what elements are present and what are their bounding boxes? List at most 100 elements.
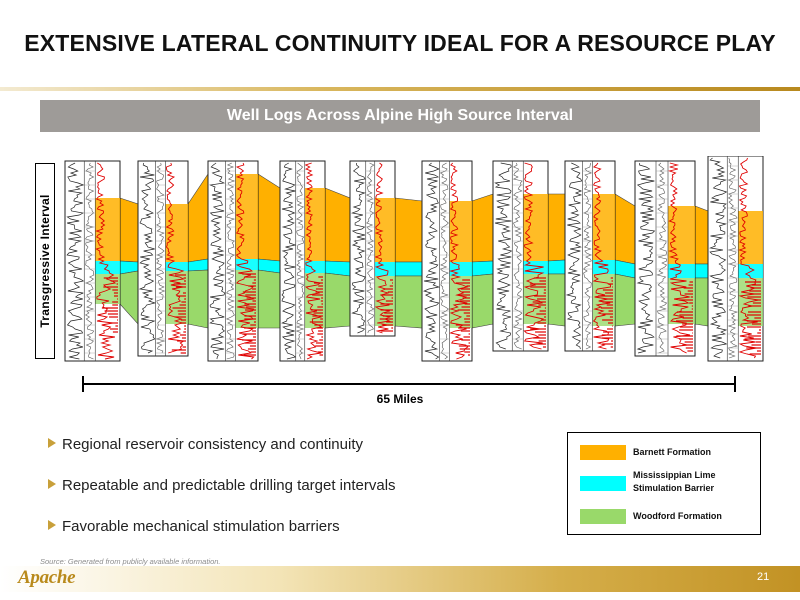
gamma-ray-curve <box>636 162 656 354</box>
well-lime-fill <box>738 264 763 278</box>
woodford-band <box>694 277 709 327</box>
depth-track-curve <box>84 162 95 360</box>
resistivity-curve <box>523 162 545 350</box>
footer-band <box>0 566 800 592</box>
source-note: Source: Generated from publicly availabl… <box>40 557 221 566</box>
well-woodford-fill <box>165 271 188 324</box>
legend-swatch-woodford <box>580 509 626 524</box>
bullet-text: Favorable mechanical stimulation barrier… <box>62 518 340 535</box>
vertical-label: Transgressive Interval <box>38 194 52 328</box>
resistivity-curve <box>667 162 690 354</box>
gamma-ray-curve <box>709 157 728 359</box>
woodford-band <box>324 272 351 329</box>
scale-bar-left-tick <box>82 376 84 392</box>
scale-label: 65 Miles <box>376 392 424 406</box>
resistivity-curve <box>164 162 186 354</box>
section-banner: Well Logs Across Alpine High Source Inte… <box>40 100 760 132</box>
vertical-label-box <box>35 163 55 359</box>
slide-title: EXTENSIVE LATERAL CONTINUITY IDEAL FOR A… <box>24 30 776 56</box>
well-lime-fill <box>449 262 472 276</box>
gamma-ray-curve <box>423 162 441 360</box>
well-lime-fill <box>304 261 325 273</box>
legend-label: Mississippian Lime Stimulation Barrier <box>633 470 716 493</box>
well-lime-fill <box>95 261 120 274</box>
mississippian-band <box>694 263 709 279</box>
legend-item-mississippian: Mississippian Lime Stimulation Barrier <box>580 469 756 497</box>
resistivity-curve <box>304 162 323 360</box>
depth-track-curve <box>727 157 738 359</box>
legend-item-barnett: Barnett Formation <box>580 442 756 470</box>
woodford-band <box>614 273 636 327</box>
barnett-band <box>187 173 209 263</box>
depth-track-curve <box>583 162 593 350</box>
resistivity-curve <box>374 162 392 334</box>
depth-track-curve <box>366 162 375 334</box>
well-barnett-fill <box>374 198 395 262</box>
woodford-band <box>257 269 281 329</box>
gamma-ray-curve <box>350 162 366 334</box>
title-divider <box>0 87 800 91</box>
depth-track-curve <box>512 162 523 350</box>
depth-track-curve <box>656 162 668 354</box>
barnett-band <box>257 173 281 262</box>
barnett-band <box>119 197 139 263</box>
barnett-band <box>694 205 709 265</box>
well-barnett-fill <box>304 188 325 261</box>
resistivity-curve <box>738 157 759 359</box>
resistivity-curve <box>95 162 117 360</box>
barnett-band <box>614 193 636 265</box>
bullet-item: Regional reservoir consistency and conti… <box>48 436 363 456</box>
legend-label: Barnett Formation <box>633 447 712 457</box>
bullet-arrow-icon <box>48 438 56 448</box>
legend: Barnett Formation Mississippian Lime Sti… <box>567 432 761 535</box>
woodford-band <box>187 269 209 329</box>
bullet-item: Favorable mechanical stimulation barrier… <box>48 518 340 538</box>
barnett-band <box>324 187 351 263</box>
bullet-arrow-icon <box>48 479 56 489</box>
well-barnett-fill <box>668 206 695 264</box>
woodford-band <box>394 275 423 329</box>
gamma-ray-curve <box>565 162 583 350</box>
gamma-ray-curve <box>209 162 226 360</box>
bullet-text: Repeatable and predictable drilling targ… <box>62 477 396 494</box>
depth-track-curve <box>155 162 166 354</box>
barnett-band <box>547 193 566 262</box>
woodford-band <box>547 273 566 327</box>
apache-logo: Apache <box>18 567 76 588</box>
scale-bar <box>82 383 736 385</box>
well-lime-fill <box>374 262 395 276</box>
well-lime-fill <box>235 259 258 270</box>
well-log-cross-section <box>64 156 764 362</box>
page-number: 21 <box>757 571 770 583</box>
mississippian-band <box>394 261 423 277</box>
bullet-item: Repeatable and predictable drilling targ… <box>48 477 396 497</box>
resistivity-curve <box>448 162 469 360</box>
bullet-text: Regional reservoir consistency and conti… <box>62 436 363 453</box>
woodford-band <box>119 270 139 325</box>
woodford-band <box>471 273 494 329</box>
gamma-ray-curve <box>138 162 157 354</box>
well-barnett-fill <box>95 198 120 261</box>
scale-bar-right-tick <box>734 376 736 392</box>
well-barnett-fill <box>165 204 188 262</box>
barnett-band <box>394 197 423 263</box>
legend-swatch-mississippian <box>580 476 626 491</box>
depth-track-curve <box>295 162 305 360</box>
resistivity-curve <box>592 162 611 350</box>
legend-item-woodford: Woodford Formation <box>580 507 756 535</box>
well-barnett-fill <box>592 194 615 260</box>
legend-label: Woodford Formation <box>633 511 722 521</box>
gamma-ray-curve <box>281 162 297 360</box>
bullet-arrow-icon <box>48 520 56 530</box>
gamma-ray-curve <box>494 162 513 350</box>
legend-swatch-barnett <box>580 445 626 460</box>
barnett-band <box>471 193 494 263</box>
resistivity-curve <box>235 162 255 360</box>
well-lime-fill <box>165 262 188 271</box>
gamma-ray-curve <box>66 162 85 360</box>
depth-track-curve <box>225 162 236 360</box>
well-lime-fill <box>592 260 615 274</box>
well-lime-fill <box>523 261 548 274</box>
depth-track-curve <box>439 162 450 360</box>
well-barnett-fill <box>523 194 548 261</box>
